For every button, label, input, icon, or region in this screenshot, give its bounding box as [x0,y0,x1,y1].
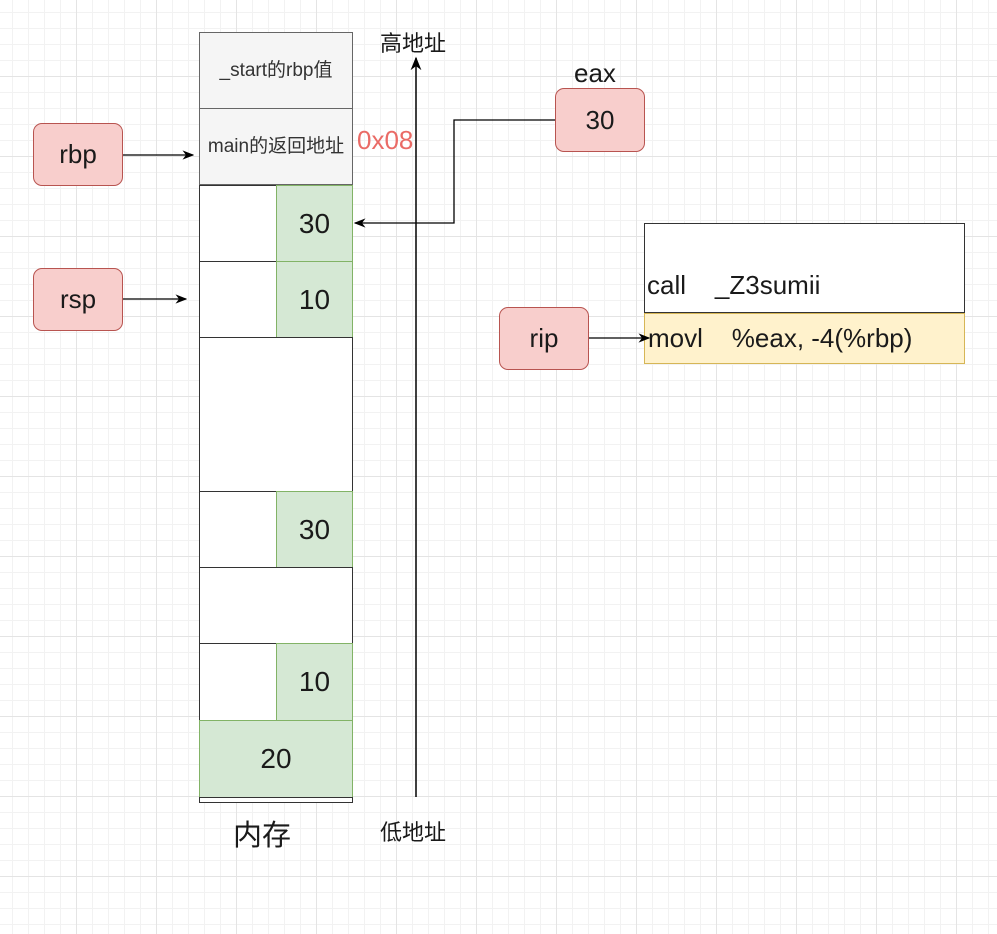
rsp-register: rsp [33,268,123,331]
rbp-register-label: rbp [59,139,97,169]
stack-cell-value-10-bottom: 10 [276,643,353,721]
stack-cell-main-return: main的返回地址 [199,108,353,185]
code-line-call: call _Z3sumii [647,269,821,300]
stack-cell-start-rbp-text: _start的rbp值 [219,59,333,81]
stack-cell-value-30-top: 30 [276,185,353,262]
stack-cell-value-30-top-text: 30 [298,207,331,239]
stack-cell-empty-4 [199,567,353,644]
eax-to-stack-arrow [353,119,555,228]
rip-register: rip [499,307,589,370]
stack-cell-value-20: 20 [199,720,353,798]
stack-cell-value-10-bottom-text: 10 [298,666,331,697]
code-box [644,223,965,313]
stack-cell-empty-3 [199,491,277,568]
eax-register-name: eax [574,58,616,88]
low-address-label: 低地址 [380,820,447,845]
stack-cell-empty-2 [199,261,277,338]
rip-register-label: rip [529,323,559,353]
rsp-register-label: rsp [59,284,97,314]
stack-cell-value-30-mid-text: 30 [298,513,331,545]
stack-cell-start-rbp: _start的rbp值 [199,32,353,109]
rbp-register: rbp [33,123,123,186]
stack-cell-value-10-top: 10 [276,261,353,338]
memory-caption: 内存 [233,820,292,852]
stack-cell-value-20-text: 20 [260,743,292,774]
stack-cell-empty-1 [199,185,277,262]
eax-register-value: 30 [585,104,615,135]
stack-bottom-edge [199,797,353,803]
code-line-movl: movl %eax, -4(%rbp) [644,313,965,364]
high-address-label: 高地址 [380,31,447,56]
stack-cell-main-return-text: main的返回地址 [207,135,345,157]
offset-label: 0x08 [357,125,414,155]
stack-cell-value-30-mid: 30 [276,491,353,568]
eax-register: 30 [555,88,645,152]
stack-cell-value-10-top-text: 10 [298,283,331,315]
